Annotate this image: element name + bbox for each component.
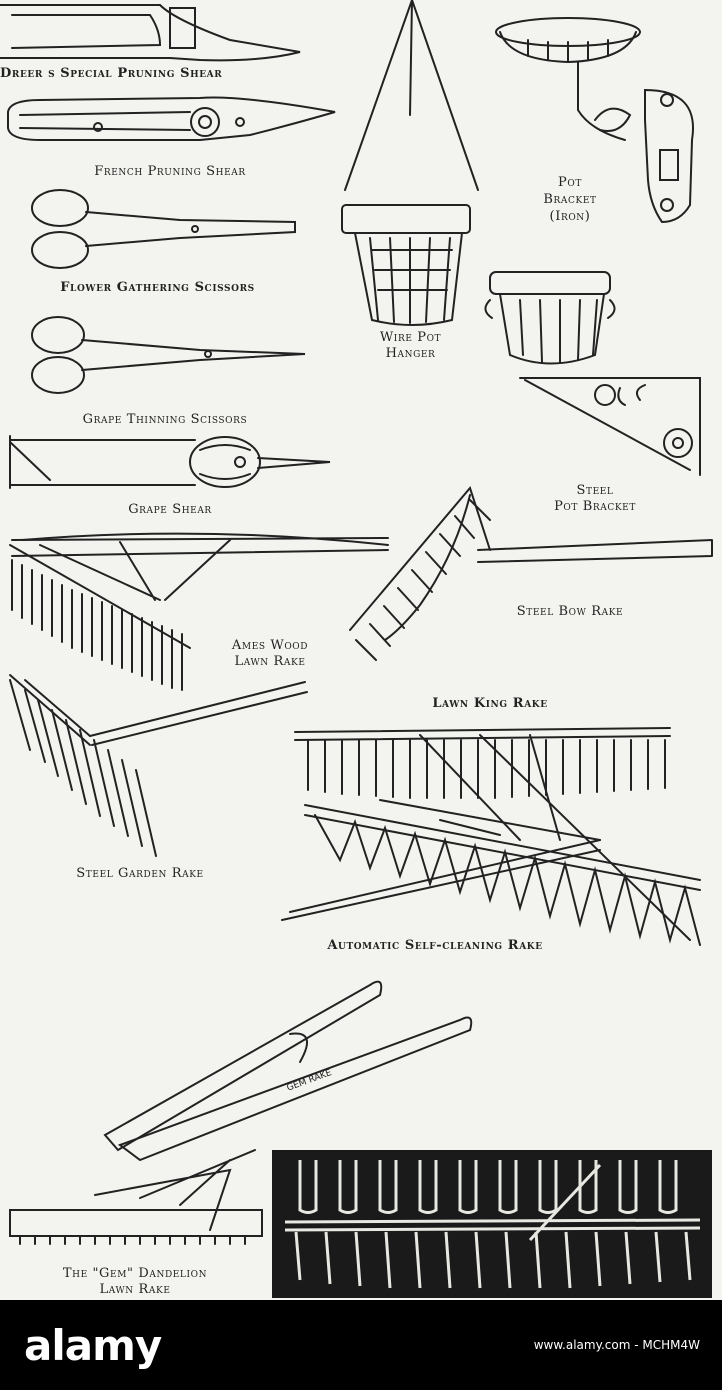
dreers-pruning-shear-illustration bbox=[0, 4, 301, 62]
caption-french-pruning-shear: French Pruning Shear bbox=[94, 164, 246, 179]
automatic-self-cleaning-rake-illustration bbox=[281, 799, 701, 946]
image-id-label: www.alamy.com - MCHM4W bbox=[533, 1338, 700, 1352]
french-pruning-shear-illustration bbox=[7, 96, 336, 141]
caption-wire-pot-hanger-line1: Wire Pot bbox=[379, 330, 442, 345]
tool-illustrations: GEM RAKE bbox=[0, 0, 713, 1298]
ames-wood-lawn-rake-illustration bbox=[9, 532, 389, 691]
alamy-logo: alamy bbox=[24, 1320, 162, 1370]
caption-grape-thinning-scissors: Grape Thinning Scissors bbox=[82, 412, 248, 427]
steel-bow-rake-illustration bbox=[349, 485, 713, 661]
caption-steel-garden-rake: Steel Garden Rake bbox=[76, 866, 204, 881]
caption-pot-bracket-line1: Pot bbox=[558, 175, 582, 190]
caption-gem-dandelion-rake-line2: Lawn Rake bbox=[99, 1282, 171, 1297]
caption-lawn-king-rake: Lawn King Rake bbox=[432, 696, 548, 711]
grape-thinning-scissors-illustration bbox=[31, 316, 306, 394]
caption-ames-wood-lawn-rake-line1: Ames Wood bbox=[231, 638, 309, 653]
caption-steel-bow-rake: Steel Bow Rake bbox=[516, 604, 624, 619]
watermark-footer-bar: alamy www.alamy.com - MCHM4W bbox=[0, 1300, 722, 1390]
grape-shear-illustration bbox=[9, 435, 331, 489]
caption-ames-wood-lawn-rake-line2: Lawn Rake bbox=[234, 654, 306, 669]
caption-dreers-special-pruning-shear: Dreer s Special Pruning Shear bbox=[0, 66, 223, 81]
steel-pot-bracket-illustration bbox=[484, 271, 701, 476]
gem-rake-closeup-panel bbox=[272, 1150, 712, 1298]
caption-wire-pot-hanger-line2: Hanger bbox=[385, 346, 436, 361]
caption-pot-bracket-line2: Bracket bbox=[543, 192, 597, 207]
steel-garden-rake-illustration bbox=[9, 674, 308, 857]
iron-pot-bracket-illustration bbox=[495, 17, 694, 224]
caption-gem-dandelion-rake-line1: The "Gem" Dandelion bbox=[62, 1266, 208, 1281]
caption-steel-pot-bracket-line2: Pot Bracket bbox=[554, 499, 636, 514]
caption-pot-bracket-line3: (Iron) bbox=[549, 209, 591, 224]
gem-handle-label: GEM RAKE bbox=[286, 1068, 334, 1094]
lawn-king-rake-illustration bbox=[294, 727, 691, 941]
caption-automatic-self-cleaning-rake: Automatic Self-cleaning Rake bbox=[327, 938, 543, 953]
catalog-page: GEM RAKE Dreer s Special Pruning Shear F… bbox=[0, 0, 722, 1300]
wire-pot-hanger-illustration bbox=[341, 0, 479, 326]
caption-steel-pot-bracket-line1: Steel bbox=[576, 483, 614, 498]
caption-grape-shear: Grape Shear bbox=[128, 502, 212, 517]
gem-dandelion-rake-illustration bbox=[9, 980, 473, 1245]
flower-gathering-scissors-illustration bbox=[31, 189, 296, 269]
caption-flower-gathering-scissors: Flower Gathering Scissors bbox=[60, 280, 255, 295]
